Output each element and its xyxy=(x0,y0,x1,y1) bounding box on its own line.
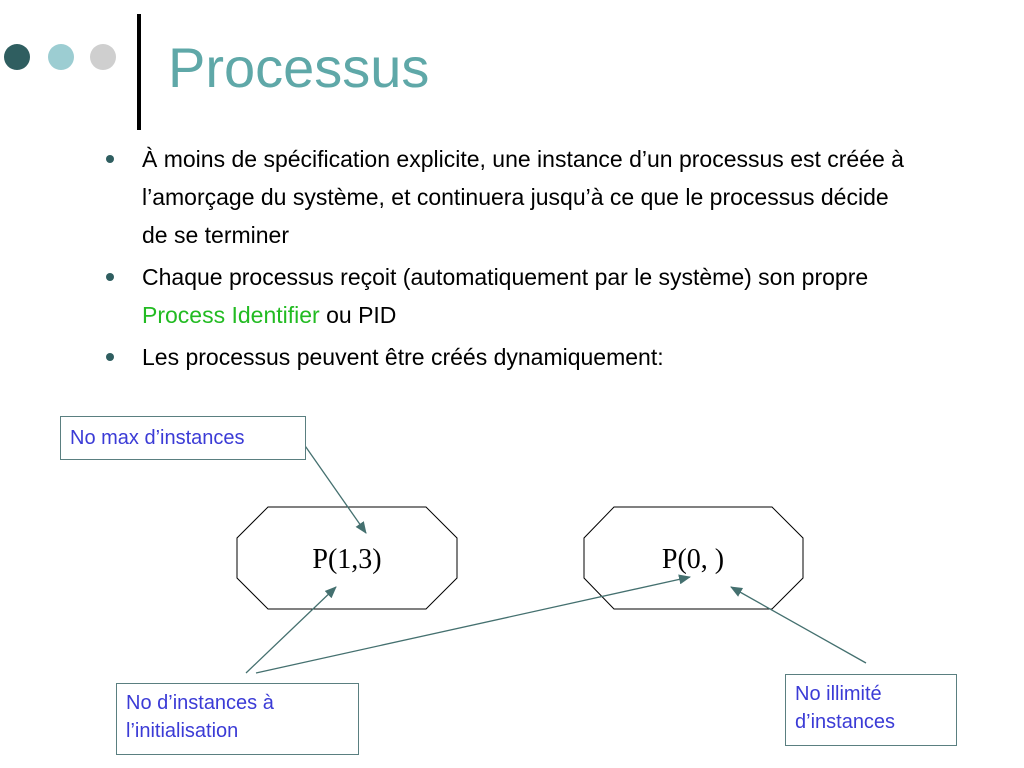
callout-unlimited-instances: No illimité d’instances xyxy=(785,674,957,746)
bullet-text: À moins de spécification explicite, une … xyxy=(142,146,904,248)
arrow-unlimited-to-p2 xyxy=(730,586,867,664)
callout-text-line1: No d’instances à xyxy=(126,692,274,714)
process-identifier-highlight: Process Identifier xyxy=(142,302,320,328)
callout-text-line1: No illimité xyxy=(795,683,882,705)
arrow-init-to-p1 xyxy=(245,586,337,674)
callout-max-instances: No max d’instances xyxy=(60,416,306,460)
process-node-p2-label: P(0, ) xyxy=(662,544,724,575)
dot-gray xyxy=(90,44,116,70)
callout-text-line2: d’instances xyxy=(795,711,896,733)
dot-light-teal xyxy=(48,44,74,70)
callout-text: No max d’instances xyxy=(70,427,245,449)
bullet-icon xyxy=(106,155,114,163)
bullet-text-before: Chaque processus reçoit (automatiquement… xyxy=(142,264,869,290)
bullet-item: Les processus peuvent être créés dynamiq… xyxy=(100,338,920,376)
decorative-dots xyxy=(4,44,124,74)
bullet-text: Les processus peuvent être créés dynamiq… xyxy=(142,344,664,370)
title-divider xyxy=(137,14,141,130)
dot-dark xyxy=(4,44,30,70)
bullet-icon xyxy=(106,273,114,281)
slide-title: Processus xyxy=(168,36,430,99)
bullet-text-after: ou PID xyxy=(319,302,397,328)
process-node-p1 xyxy=(236,506,458,610)
process-node-p2 xyxy=(583,506,804,610)
callout-text-line2: l’initialisation xyxy=(126,720,239,742)
arrow-init-to-p2 xyxy=(255,574,691,674)
bullet-item: Chaque processus reçoit (automatiquement… xyxy=(100,258,920,334)
process-node-p1-label: P(1,3) xyxy=(312,544,381,575)
bullet-icon xyxy=(106,353,114,361)
bullet-item: À moins de spécification explicite, une … xyxy=(100,140,920,254)
callout-initial-instances: No d’instances à l’initialisation xyxy=(116,683,359,755)
bullet-list: À moins de spécification explicite, une … xyxy=(100,140,920,380)
